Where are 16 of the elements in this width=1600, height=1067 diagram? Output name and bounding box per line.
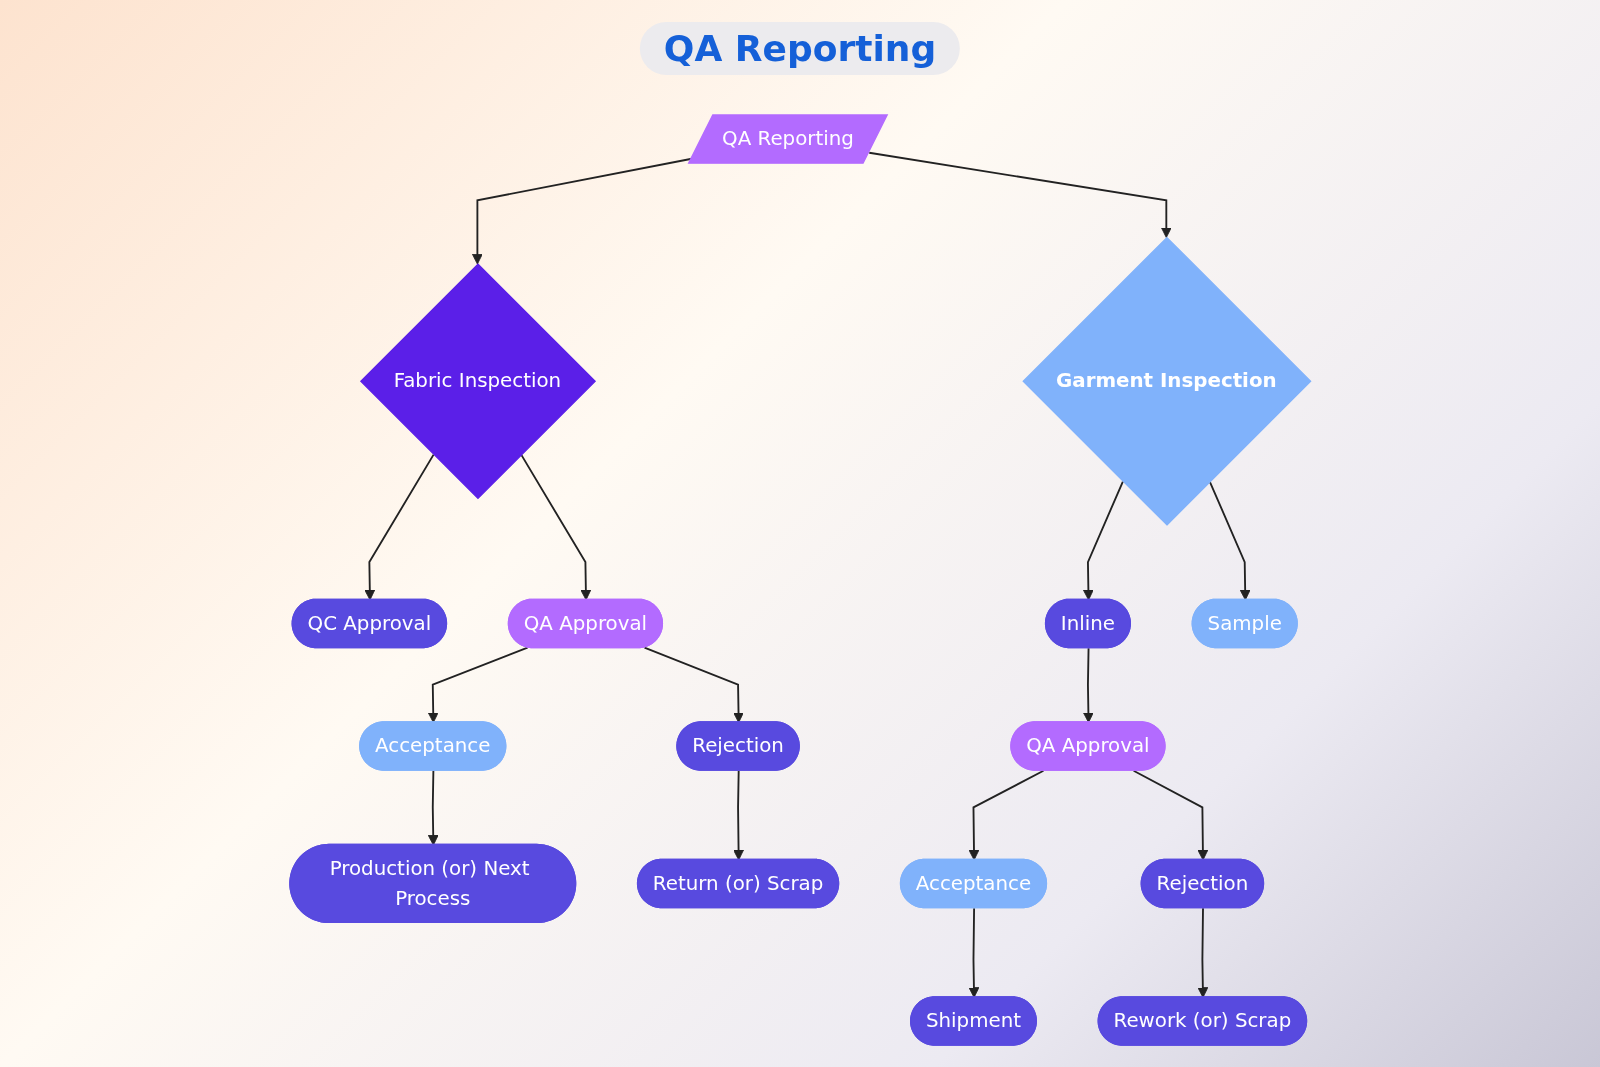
arrow <box>427 769 439 846</box>
arrow <box>1197 907 1208 998</box>
title: QA Reporting <box>639 22 961 75</box>
arrow <box>364 453 435 601</box>
arrow <box>868 151 1172 238</box>
arrow <box>1208 480 1251 601</box>
node-diamond: Fabric Inspection <box>359 263 596 500</box>
arrow <box>1082 480 1124 601</box>
arrow <box>1082 647 1094 723</box>
arrow <box>1132 769 1209 861</box>
arrow <box>643 646 744 723</box>
arrow <box>968 907 980 998</box>
arrow <box>968 769 1045 861</box>
arrow <box>427 646 529 723</box>
node-diamond: Garment Inspection <box>1022 236 1312 526</box>
arrow <box>732 769 744 861</box>
